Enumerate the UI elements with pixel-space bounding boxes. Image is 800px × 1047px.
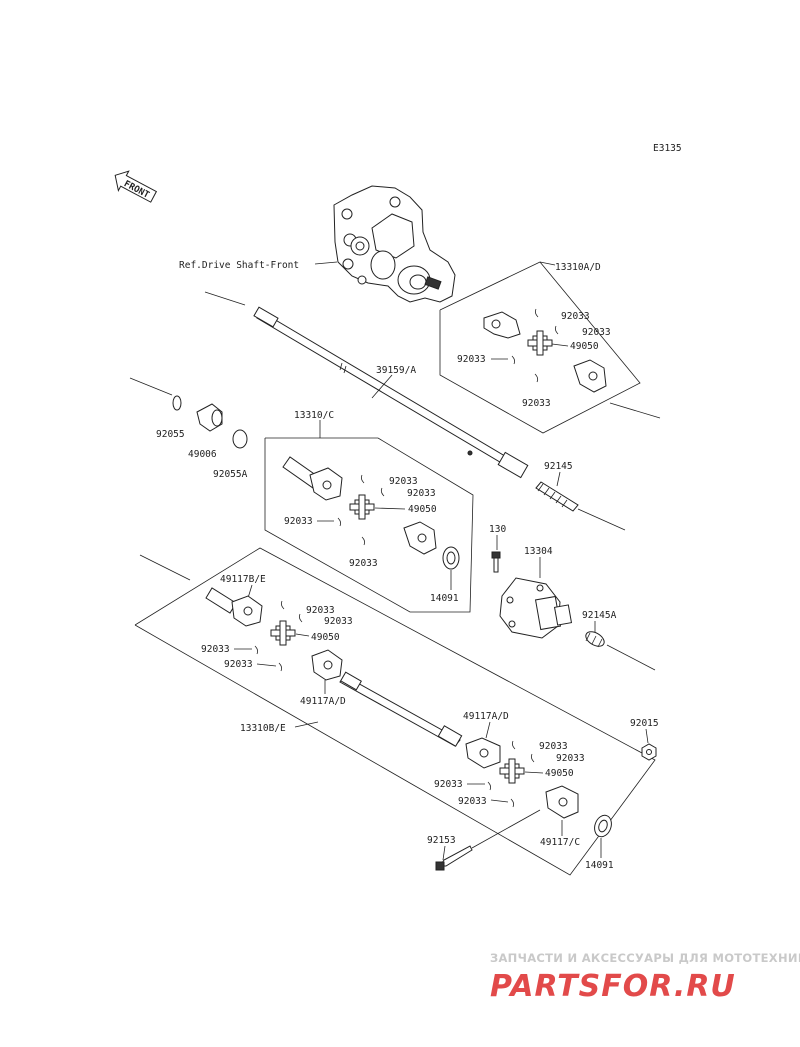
label-39159a: 39159/A	[376, 365, 416, 376]
bolt-92153	[435, 845, 473, 871]
label-49050-b: 49050	[311, 632, 340, 643]
label-92033-c2: 92033	[407, 488, 436, 499]
label-92033-d4: 92033	[458, 796, 487, 807]
label-92033-b2: 92033	[324, 616, 353, 627]
label-92153: 92153	[427, 835, 456, 846]
spider-49050-d	[499, 758, 525, 784]
label-92033-d2: 92033	[556, 753, 585, 764]
label-49050-d: 49050	[545, 768, 574, 779]
label-92033-b4: 92033	[224, 659, 253, 670]
label-92145: 92145	[544, 461, 573, 472]
label-92033-a1: 92033	[561, 311, 590, 322]
yoke-49117a-left	[311, 649, 343, 681]
label-92033-b1: 92033	[306, 605, 335, 616]
label-92033-a2: 92033	[582, 327, 611, 338]
label-92033-d1: 92033	[539, 741, 568, 752]
yoke-49117c	[545, 785, 579, 819]
label-13304: 13304	[524, 546, 553, 557]
label-92033-c3: 92033	[284, 516, 313, 527]
label-92033-c4: 92033	[349, 558, 378, 569]
label-14091-b: 14091	[585, 860, 614, 871]
label-49117ad-1: 49117A/D	[300, 696, 346, 707]
label-130: 130	[489, 524, 506, 535]
label-49050-a: 49050	[570, 341, 599, 352]
diagram-code: E3135	[653, 143, 682, 154]
label-92055a: 92055A	[213, 469, 248, 480]
front-arrow-icon: FRONT	[114, 170, 158, 203]
label-49117be: 49117B/E	[220, 574, 266, 585]
housing-13304	[499, 577, 573, 639]
label-13310be: 13310B/E	[240, 723, 286, 734]
watermark: ЗАПЧАСТИ И АКСЕССУАРЫ ДЛЯ МОТОТЕХНИКИ PA…	[490, 951, 800, 1004]
label-92033-d3: 92033	[434, 779, 463, 790]
label-92033-a3: 92033	[457, 354, 486, 365]
drive-shaft-center	[339, 671, 463, 747]
label-92145a: 92145A	[582, 610, 617, 621]
label-92015: 92015	[630, 718, 659, 729]
label-49117c: 49117/C	[540, 837, 580, 848]
spider-49050-b	[270, 620, 296, 646]
bolt-130	[491, 551, 501, 573]
drive-shaft-39159	[204, 291, 529, 479]
washer-14091-a	[442, 546, 460, 570]
label-14091-a: 14091	[430, 593, 459, 604]
final-drive-case	[333, 185, 456, 303]
label-13310c: 13310/C	[294, 410, 334, 421]
label-92033-c1: 92033	[389, 476, 418, 487]
nut-92015	[641, 743, 657, 761]
yoke-49117b	[205, 587, 263, 627]
label-49050-c: 49050	[408, 504, 437, 515]
label-92033-a4: 92033	[522, 398, 551, 409]
o-ring-92055	[172, 395, 182, 411]
spring-92145	[535, 481, 579, 512]
label-13310ad: 13310A/D	[555, 262, 601, 273]
yoke-49117a-right	[465, 737, 501, 769]
label-92055: 92055	[156, 429, 185, 440]
label-49117ad-2: 49117A/D	[463, 711, 509, 722]
washer-14091-b	[594, 814, 612, 838]
boot-49006	[196, 403, 223, 432]
yoke-13310a	[483, 311, 607, 393]
spider-49050-a	[527, 330, 553, 356]
label-49006: 49006	[188, 449, 217, 460]
spider-49050-c	[349, 494, 375, 520]
o-ring-92055a	[232, 429, 248, 449]
yoke-13310c	[282, 456, 437, 555]
label-92033-b3: 92033	[201, 644, 230, 655]
spring-92145a	[585, 631, 605, 648]
watermark-logo: PARTSFOR.RU	[490, 969, 736, 1004]
ref-label: Ref.Drive Shaft-Front	[179, 260, 299, 271]
watermark-caption: ЗАПЧАСТИ И АКСЕССУАРЫ ДЛЯ МОТОТЕХНИКИ	[490, 951, 800, 965]
